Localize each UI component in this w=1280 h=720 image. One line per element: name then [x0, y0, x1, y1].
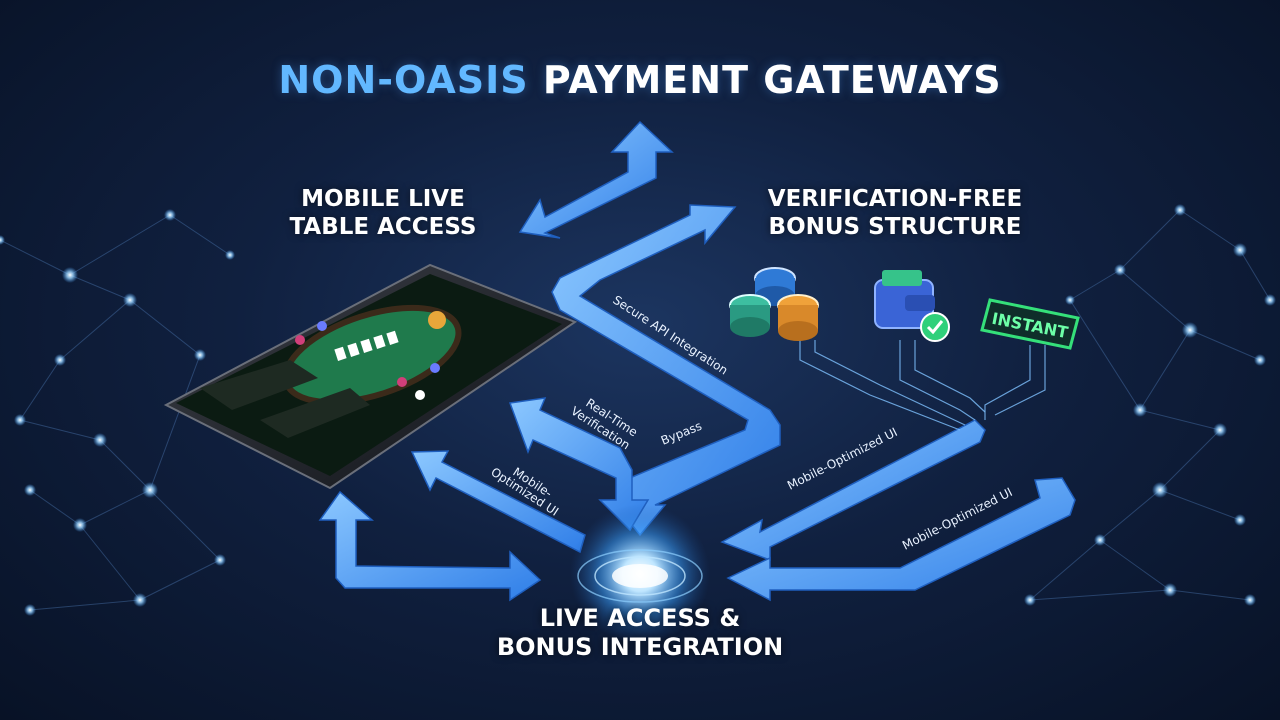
title-rest: PAYMENT GATEWAYS [542, 58, 1002, 102]
node-verif-line2: BONUS STRUCTURE [768, 213, 1022, 240]
node-mobile-live-table-access: MOBILE LIVE TABLE ACCESS [268, 186, 498, 241]
arrow-top-bidirectional [518, 120, 674, 239]
phone-mockup [163, 263, 578, 490]
node-live-access-bonus-integration: LIVE ACCESS & BONUS INTEGRATION [470, 604, 810, 662]
node-live-line1: LIVE ACCESS & [539, 604, 741, 632]
wallet-check-icon [874, 270, 950, 342]
arrow-mobile-optimized-mid [720, 419, 986, 562]
network-nodes [0, 204, 1276, 616]
arrow-bottom-left-loop [318, 490, 542, 602]
page-title: NON-OASIS PAYMENT GATEWAYS [0, 58, 1280, 102]
flow-arrows [318, 120, 1076, 602]
poker-cards [334, 330, 399, 361]
central-hub [570, 504, 710, 644]
casino-chips-icon [729, 267, 819, 341]
node-verif-line1: VERIFICATION-FREE [767, 186, 1023, 212]
label-bypass: Bypass [659, 419, 704, 448]
node-mobile-line2: TABLE ACCESS [289, 213, 477, 240]
node-live-line2: BONUS INTEGRATION [496, 632, 784, 661]
arrow-secure-api-path [551, 204, 781, 537]
instant-badge: INSTANT [980, 298, 1080, 350]
phone-stats-panel [200, 360, 370, 438]
circuit-lines [799, 340, 1046, 431]
network-background [0, 209, 1271, 611]
dealer-chip [428, 311, 446, 329]
title-accent: NON-OASIS [278, 58, 529, 102]
seat-chips [295, 321, 440, 400]
node-verification-free-bonus: VERIFICATION-FREE BONUS STRUCTURE [740, 186, 1050, 241]
arrow-mobile-optimized-right [726, 477, 1076, 602]
node-mobile-line1: MOBILE LIVE [301, 186, 465, 212]
